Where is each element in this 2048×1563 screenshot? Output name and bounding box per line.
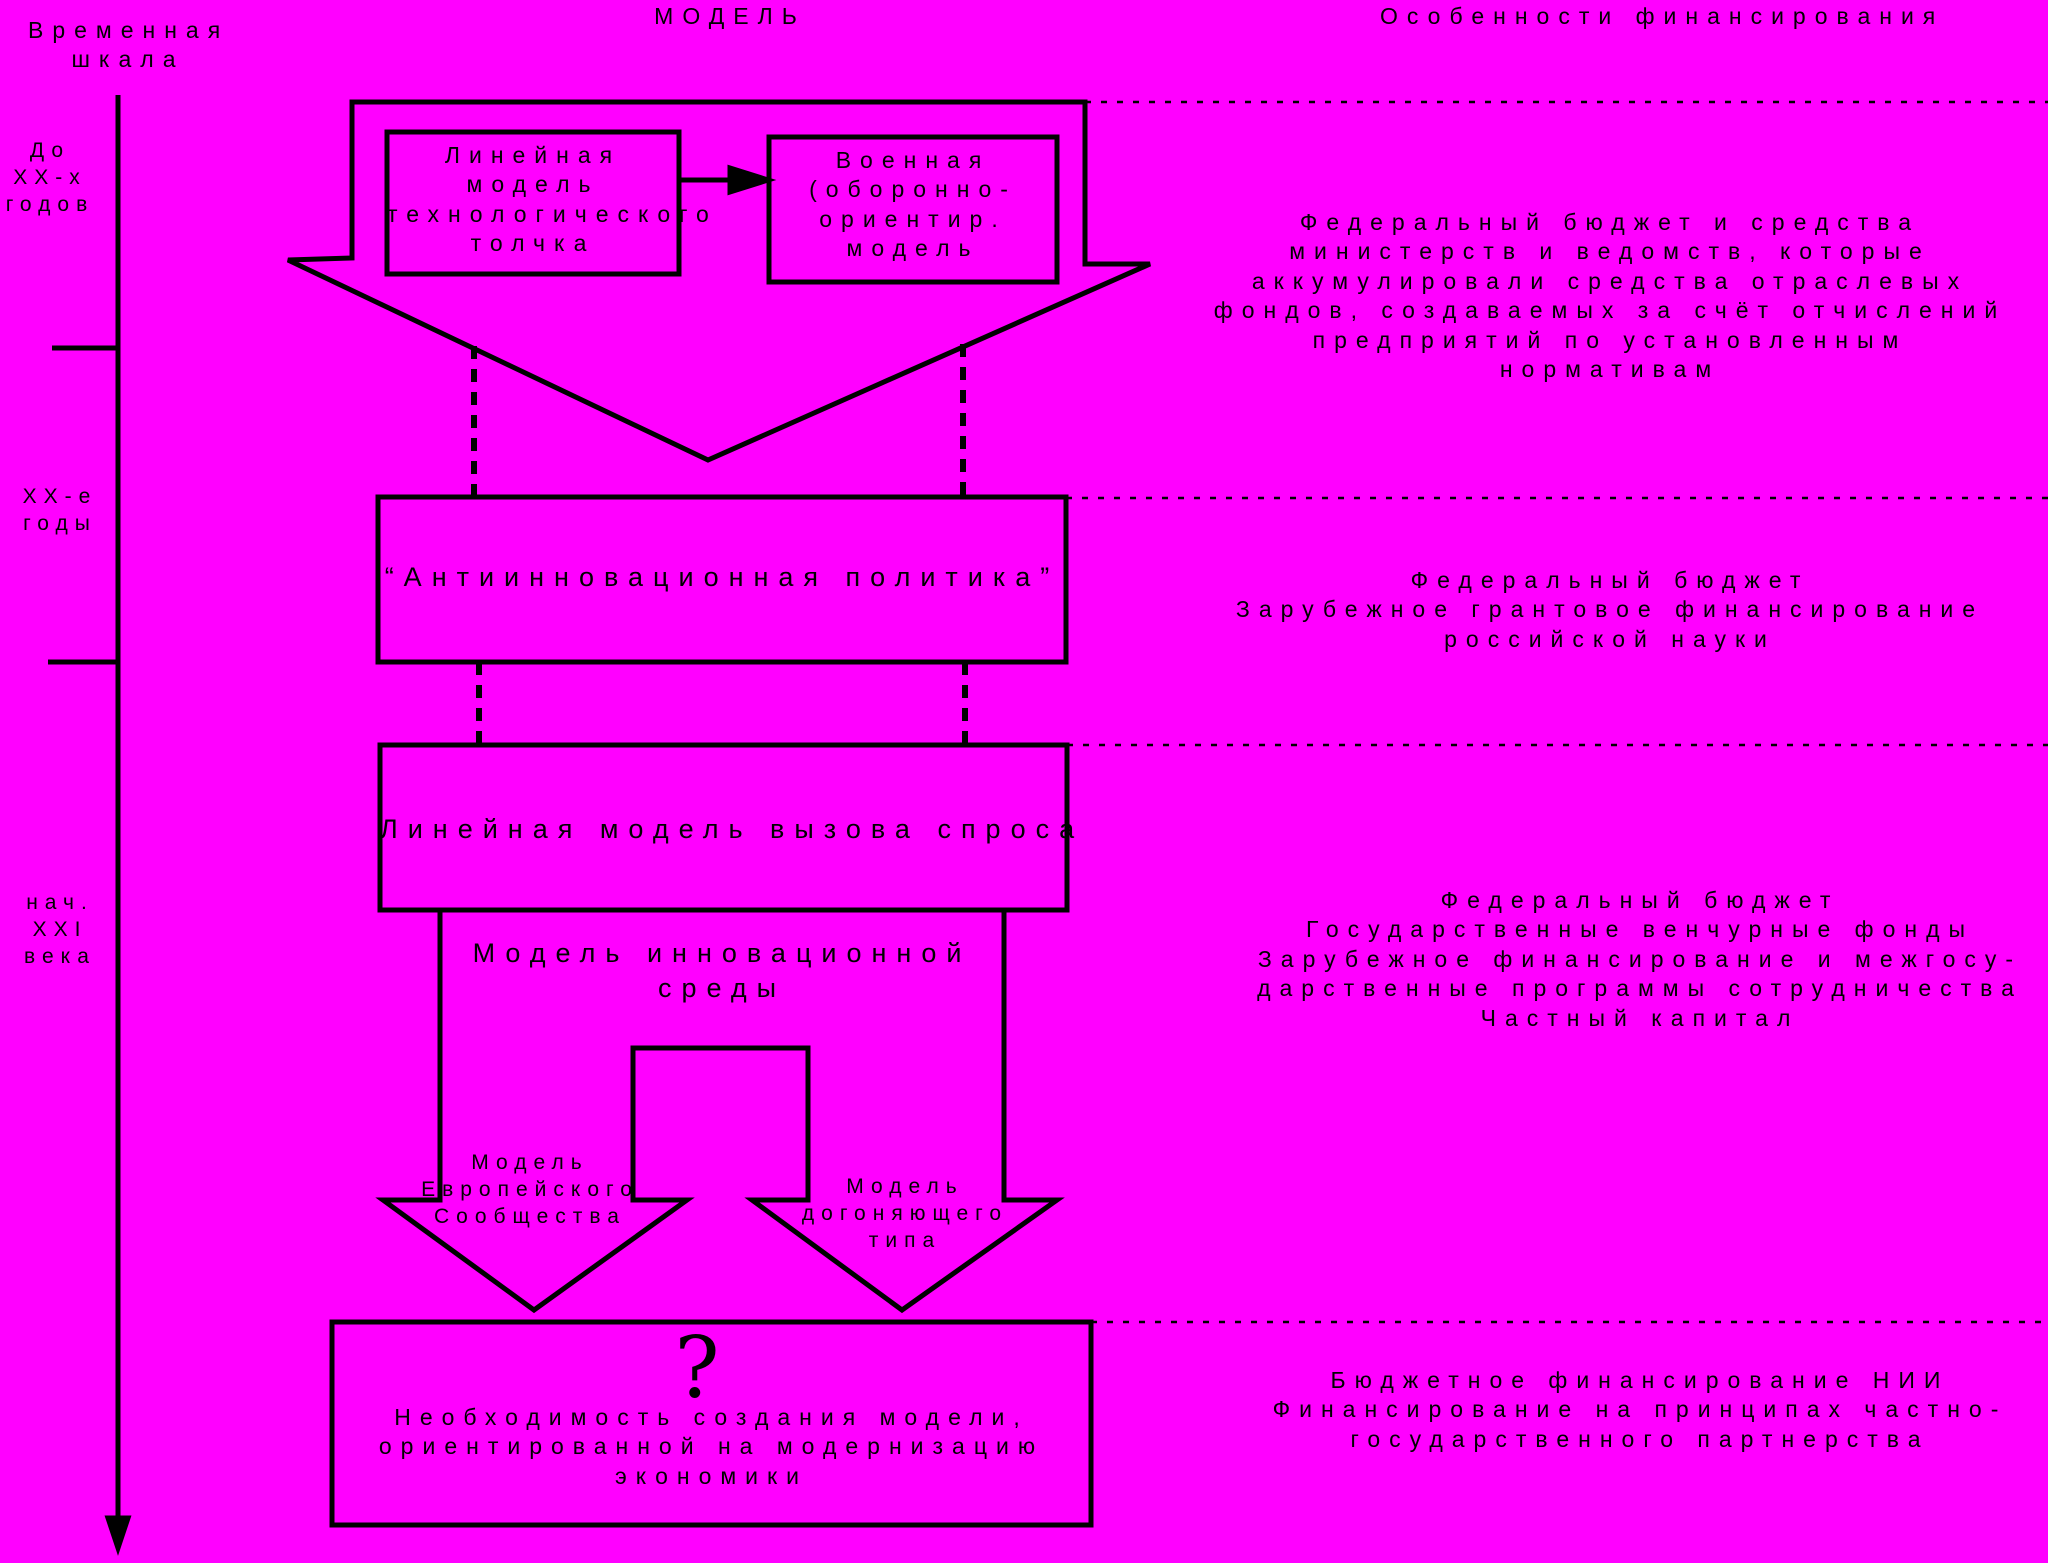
financing-note-4: Бюджетное финансирование НИИ Финансирова…	[1272, 1367, 2008, 1452]
period-label-3: нач. XXI века	[24, 891, 96, 968]
top-chevron-arrow	[286, 99, 1152, 463]
financing-note-1: Федеральный бюджет и средства министерст…	[1213, 209, 2007, 383]
timeline-arrowhead	[104, 1515, 132, 1556]
split-arrow-left	[375, 907, 1065, 1314]
label-linear-push: Линейная модель технологического толчка	[387, 142, 718, 257]
box-military	[766, 134, 1060, 285]
label-catch-up: Модель догоняющего типа	[801, 1175, 1009, 1252]
financing-note-3: Федеральный бюджет Государственные венчу…	[1257, 887, 2023, 1031]
label-innovation-env: Модель инновационной среды	[472, 938, 972, 1003]
header-timescale: Временная шкала	[28, 17, 230, 73]
header-model: МОДЕЛЬ	[654, 3, 806, 29]
box-needed-model	[329, 1319, 1094, 1528]
period-label-2: XX-е годы	[22, 485, 98, 535]
label-needed-model: Необходимость создания модели, ориентиро…	[378, 1404, 1045, 1489]
label-military: Военная (оборонно- ориентир. модель	[809, 147, 1017, 262]
financing-note-2: Федеральный бюджет Зарубежное грантовое …	[1235, 567, 1985, 652]
header-financing: Особенности финансирования	[1380, 3, 1945, 29]
label-linear-demand: Линейная модель вызова спроса	[380, 814, 1085, 844]
box-linear-push	[384, 129, 682, 277]
arrow-push-to-military-head	[727, 164, 777, 196]
period-label-1: До XX-х годов	[5, 139, 95, 216]
label-anti-innovation: “Антиинновационная политика”	[384, 562, 1060, 592]
question-mark: ?	[674, 1319, 720, 1417]
label-european: Модель Европейского Сообщества	[421, 1151, 639, 1228]
box-anti-innovation	[375, 494, 1069, 665]
